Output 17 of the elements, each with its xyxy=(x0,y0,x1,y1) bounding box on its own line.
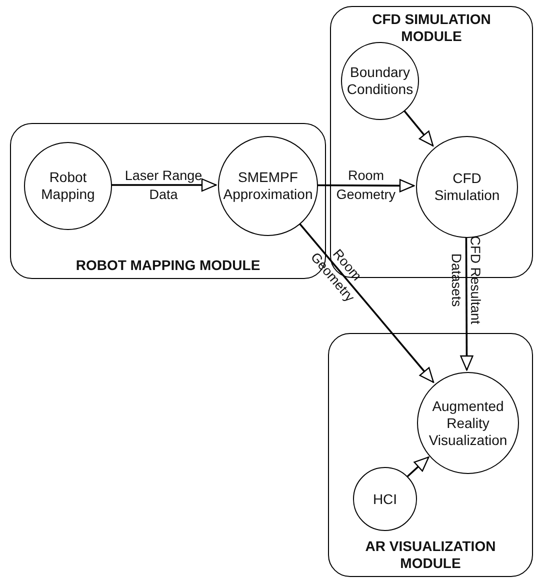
process-circle: CFD Simulation xyxy=(416,136,518,238)
module-title: AR VISUALIZATION MODULE xyxy=(364,538,497,572)
process-circle: HCI xyxy=(353,467,417,531)
arrow xyxy=(298,222,434,383)
arrow xyxy=(460,237,474,371)
module-title: CFD SIMULATION MODULE xyxy=(371,11,492,45)
edge-label: Laser Range Data xyxy=(124,167,204,204)
arrow xyxy=(317,179,415,192)
arrow xyxy=(407,456,430,478)
process-circle: SMEMPF Approximation xyxy=(218,136,318,236)
arrow xyxy=(403,110,434,146)
process-circle: Robot Mapping xyxy=(24,142,112,230)
arrow xyxy=(111,178,217,192)
module-panel xyxy=(328,333,533,577)
edge-label: Room Geometry xyxy=(334,167,396,205)
process-circle: Boundary Conditions xyxy=(341,42,419,120)
process-circle: Augmented Reality Visualization xyxy=(417,372,519,474)
